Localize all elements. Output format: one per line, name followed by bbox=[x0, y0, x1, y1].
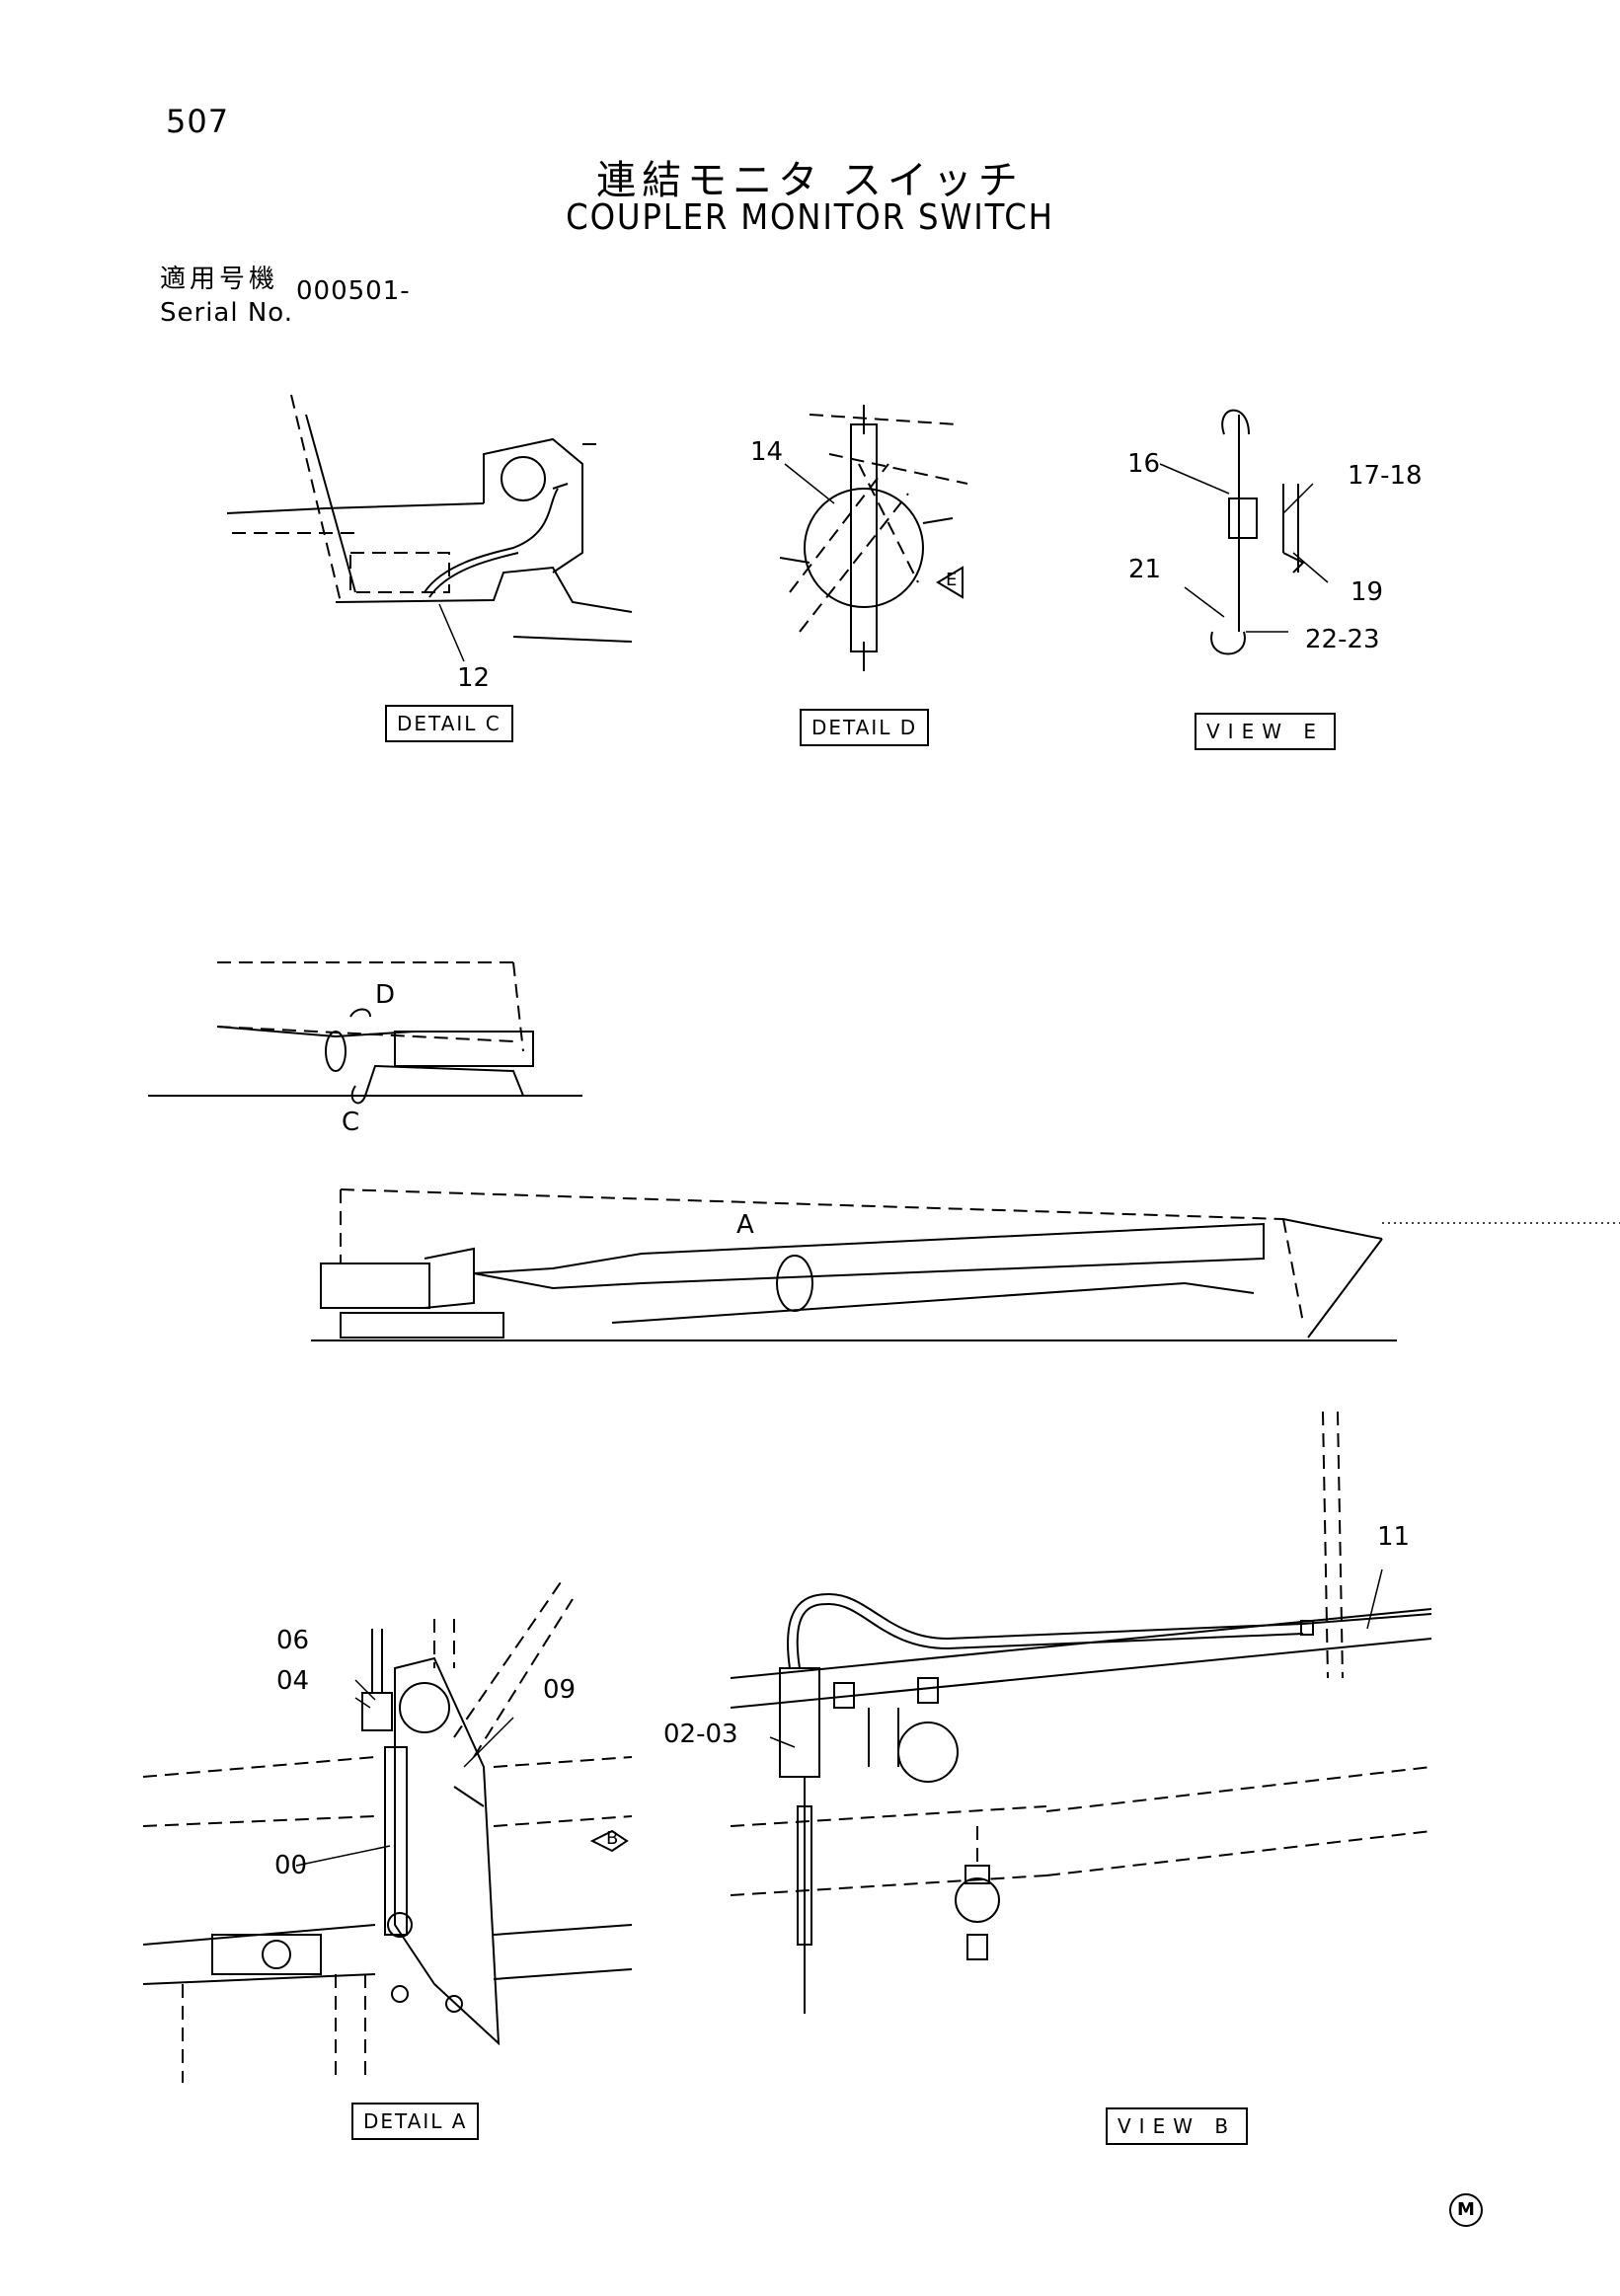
label-detail-a: DETAIL A bbox=[351, 2103, 480, 2140]
machine-overview-upper bbox=[148, 961, 582, 1105]
callout-06: 06 bbox=[276, 1626, 310, 1655]
callout-11: 11 bbox=[1377, 1522, 1411, 1552]
view-b-drawing bbox=[730, 1411, 1432, 2014]
manufacturer-logo: M bbox=[1449, 2193, 1483, 2227]
arrow-b-marker: B bbox=[606, 1828, 619, 1849]
callout-12: 12 bbox=[457, 663, 491, 693]
detail-c-drawing bbox=[226, 394, 633, 662]
machine-overview-lower bbox=[311, 1188, 1397, 1341]
label-detail-c: DETAIL C bbox=[385, 705, 513, 742]
callout-21: 21 bbox=[1128, 555, 1162, 584]
callout-04: 04 bbox=[276, 1666, 310, 1696]
marker-c: C bbox=[342, 1108, 360, 1137]
label-view-e: VIEW E bbox=[1195, 713, 1336, 750]
arrow-e-marker: E bbox=[946, 570, 958, 590]
view-e-drawing bbox=[1159, 409, 1329, 655]
serial-label-japanese: 適用号機 bbox=[160, 265, 279, 294]
callout-16: 16 bbox=[1127, 449, 1161, 479]
marker-d: D bbox=[375, 980, 396, 1010]
callout-14: 14 bbox=[750, 437, 784, 467]
label-detail-d: DETAIL D bbox=[800, 709, 930, 746]
callout-00: 00 bbox=[274, 1851, 308, 1880]
callout-19: 19 bbox=[1350, 577, 1384, 607]
title-japanese: 連結モニタ スイッチ bbox=[596, 158, 1024, 203]
serial-label-english: Serial No. bbox=[160, 298, 293, 328]
detail-d-drawing bbox=[779, 405, 968, 671]
detail-a-drawing bbox=[142, 1578, 633, 2083]
page-number: 507 bbox=[166, 103, 230, 140]
title-english: COUPLER MONITOR SWITCH bbox=[566, 197, 1054, 238]
callout-09: 09 bbox=[543, 1675, 577, 1705]
marker-a: A bbox=[736, 1210, 754, 1240]
callout-17-18: 17-18 bbox=[1348, 461, 1423, 491]
label-view-b: VIEW B bbox=[1106, 2107, 1249, 2145]
serial-number: 000501- bbox=[296, 276, 411, 306]
callout-02-03: 02-03 bbox=[663, 1720, 738, 1749]
callout-22-23: 22-23 bbox=[1305, 625, 1380, 654]
